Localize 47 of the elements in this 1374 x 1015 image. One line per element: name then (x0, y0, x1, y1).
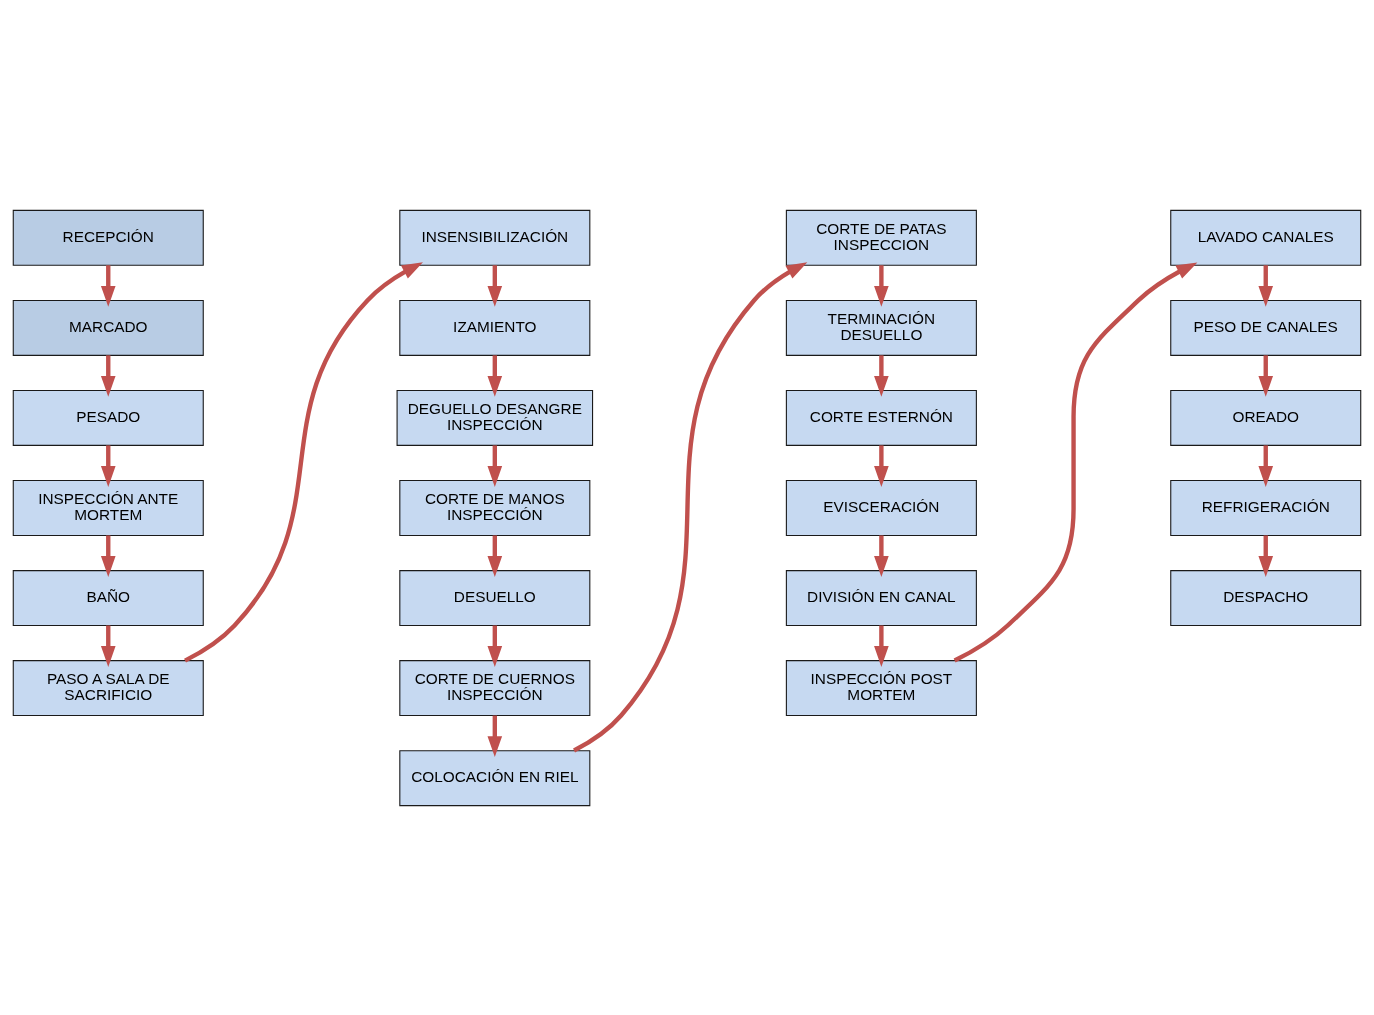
arrow (874, 264, 889, 307)
node-box: DEGUELLO DESANGRE INSPECCIÓN (396, 389, 594, 446)
arrow (100, 354, 116, 397)
node-box: RECEPCIÓN (12, 209, 204, 266)
arrow (487, 625, 503, 667)
node-box: TERMINACIÓN DESUELLO (785, 299, 977, 356)
node-box: CORTE DE PATAS INSPECCION (785, 209, 977, 266)
node-box: IZAMIENTO (399, 299, 591, 356)
node-box: INSPECCIÓN ANTE MORTEM (12, 479, 204, 536)
node-box: PASO A SALA DE SACRIFICIO (12, 659, 204, 716)
arrow (100, 534, 116, 577)
node-box: CORTE DE MANOS INSPECCIÓN (399, 479, 591, 536)
node-box: CORTE DE CUERNOS INSPECCIÓN (399, 659, 591, 716)
node-box: CORTE ESTERNÓN (785, 389, 977, 446)
node-box: COLOCACIÓN EN RIEL (399, 749, 591, 806)
arrow (874, 625, 889, 667)
node-box: PESADO (12, 389, 204, 446)
arrow (1258, 444, 1274, 487)
node-box: REFRIGERACIÓN (1170, 479, 1362, 536)
arrow (184, 261, 423, 663)
arrow (100, 444, 116, 487)
node-box: MARCADO (12, 299, 204, 356)
node-box: INSENSIBILIZACIÓN (399, 209, 591, 266)
arrow (487, 534, 503, 577)
arrow (487, 444, 503, 487)
arrow (100, 625, 116, 667)
node-box: DESPACHO (1170, 569, 1362, 626)
arrow (487, 354, 503, 397)
node-box: OREADO (1170, 389, 1362, 446)
node-box: INSPECCIÓN POST MORTEM (785, 659, 977, 716)
arrow (1258, 354, 1274, 397)
node-box: PESO DE CANALES (1170, 299, 1362, 356)
node-box: DIVISIÓN EN CANAL (785, 569, 977, 626)
arrow (874, 534, 889, 577)
node-box: LAVADO CANALES (1170, 209, 1362, 266)
arrow (487, 264, 503, 307)
arrow (487, 715, 503, 757)
arrow (953, 261, 1198, 662)
arrow (874, 444, 889, 487)
arrow (874, 354, 889, 397)
arrow (1258, 264, 1274, 307)
node-box: BAÑO (12, 569, 204, 626)
node-box: DESUELLO (399, 569, 591, 626)
arrow (573, 261, 808, 752)
node-box: EVISCERACIÓN (785, 479, 977, 536)
arrow (100, 264, 116, 307)
arrow (1258, 534, 1274, 577)
